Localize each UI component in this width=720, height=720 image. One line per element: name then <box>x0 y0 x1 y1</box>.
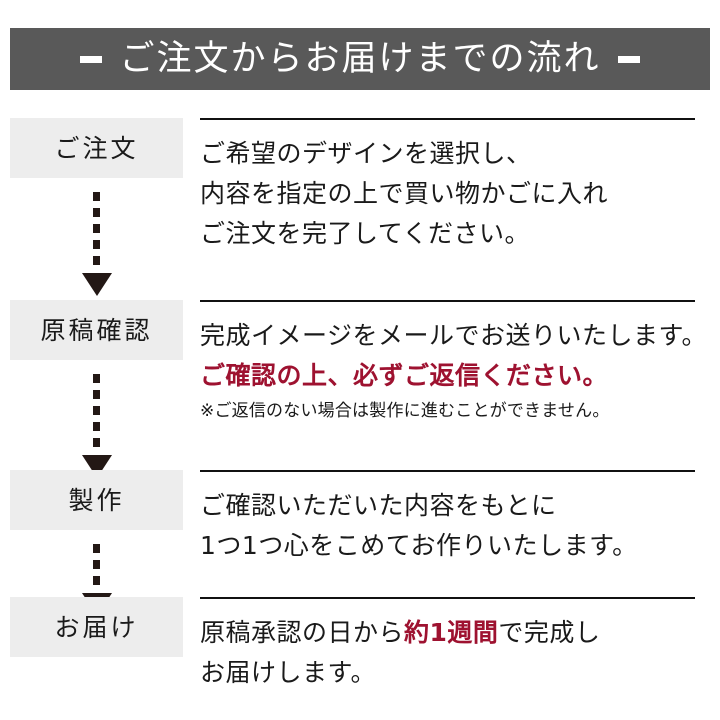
step-badge-production: 製作 <box>10 470 183 530</box>
header-right-dash-icon <box>617 55 640 63</box>
steps-list: ご注文 ご希望のデザインを選択し、 内容を指定の上で買い物かごに入れ ご注文を完… <box>0 118 720 707</box>
step-badge-label-proof-confirmation: 原稿確認 <box>40 315 153 345</box>
step-row-delivery: お届け 原稿承認の日から約1週間で完成し お届けします。 <box>0 597 720 707</box>
connector-dash-icon <box>93 224 100 233</box>
step-left-column-delivery: お届け <box>0 597 200 657</box>
step-body-segment-emphasis: 約1週間 <box>404 618 499 647</box>
step-body-line: ご確認いただいた内容をもとに <box>200 491 557 520</box>
step-body-production: ご確認いただいた内容をもとに 1つ1つ心をこめてお作りいたします。 <box>200 470 720 566</box>
header-banner: ご注文からお届けまでの流れ <box>10 28 710 90</box>
step-badge-proof-confirmation: 原稿確認 <box>10 300 183 360</box>
connector-dash-icon <box>93 576 100 585</box>
step-body-line: 完成イメージをメールでお送りいたします。 <box>200 321 708 350</box>
connector-dash-icon <box>93 208 100 217</box>
arrow-down-icon <box>81 273 112 296</box>
header-left-dash-icon <box>80 55 103 63</box>
step-body-line: ご注文を完了してください。 <box>200 219 531 248</box>
step-badge-delivery: お届け <box>10 597 183 657</box>
connector-dash-icon <box>93 560 100 569</box>
step-body-line: ご希望のデザインを選択し、 <box>200 139 532 168</box>
step-row-production: 製作 ご確認いただいた内容をもとに 1つ1つ心をこめてお作りいたします。 <box>0 470 720 616</box>
connector-dash-icon <box>93 406 100 415</box>
step-row-order: ご注文 ご希望のデザインを選択し、 内容を指定の上で買い物かごに入れ ご注文を完… <box>0 118 720 300</box>
step-connector-proof-confirmation <box>10 360 183 478</box>
step-connector-order <box>10 178 183 296</box>
connector-dash-icon <box>93 374 100 383</box>
connector-dash-icon <box>93 438 100 447</box>
connector-dash-icon <box>93 422 100 431</box>
step-left-column-order: ご注文 <box>0 118 200 296</box>
connector-dash-icon <box>93 256 100 265</box>
step-badge-label-production: 製作 <box>68 485 125 515</box>
step-body-segment: で完成し <box>498 618 601 647</box>
step-divider <box>200 470 695 472</box>
connector-dash-icon <box>93 544 100 553</box>
step-body-note: ※ご返信のない場合は製作に進むことができません。 <box>200 401 610 421</box>
step-badge-order: ご注文 <box>10 118 183 178</box>
step-left-column-production: 製作 <box>0 470 200 616</box>
step-body-order: ご希望のデザインを選択し、 内容を指定の上で買い物かごに入れ ご注文を完了してく… <box>200 118 720 254</box>
step-body-line-emphasis: ご確認の上、必ずご返信ください。 <box>200 361 609 390</box>
step-left-column-proof-confirmation: 原稿確認 <box>0 300 200 478</box>
connector-dash-icon <box>93 240 100 249</box>
step-body-delivery: 原稿承認の日から約1週間で完成し お届けします。 <box>200 597 720 693</box>
step-body-line-mixed: 原稿承認の日から約1週間で完成し <box>200 613 705 653</box>
connector-dash-icon <box>93 390 100 399</box>
page-title: ご注文からお届けまでの流れ <box>119 38 601 79</box>
step-divider <box>200 597 695 599</box>
step-badge-label-order: ご注文 <box>54 133 139 163</box>
step-body-line: 内容を指定の上で買い物かごに入れ <box>200 179 609 208</box>
header-inner: ご注文からお届けまでの流れ <box>80 38 640 79</box>
step-row-proof-confirmation: 原稿確認 完成イメージをメールでお送りいたします。 ご確認の上、必ずご返信くださ… <box>0 300 720 478</box>
step-badge-label-delivery: お届け <box>54 612 139 642</box>
step-body-line: お届けします。 <box>200 658 377 687</box>
step-body-segment: 原稿承認の日から <box>200 618 405 647</box>
connector-dash-icon <box>93 192 100 201</box>
step-body-line: 1つ1つ心をこめてお作りいたします。 <box>200 531 638 560</box>
step-body-proof-confirmation: 完成イメージをメールでお送りいたします。 ご確認の上、必ずご返信ください。 ※ご… <box>200 300 720 426</box>
step-divider <box>200 300 695 302</box>
step-divider <box>200 118 695 120</box>
